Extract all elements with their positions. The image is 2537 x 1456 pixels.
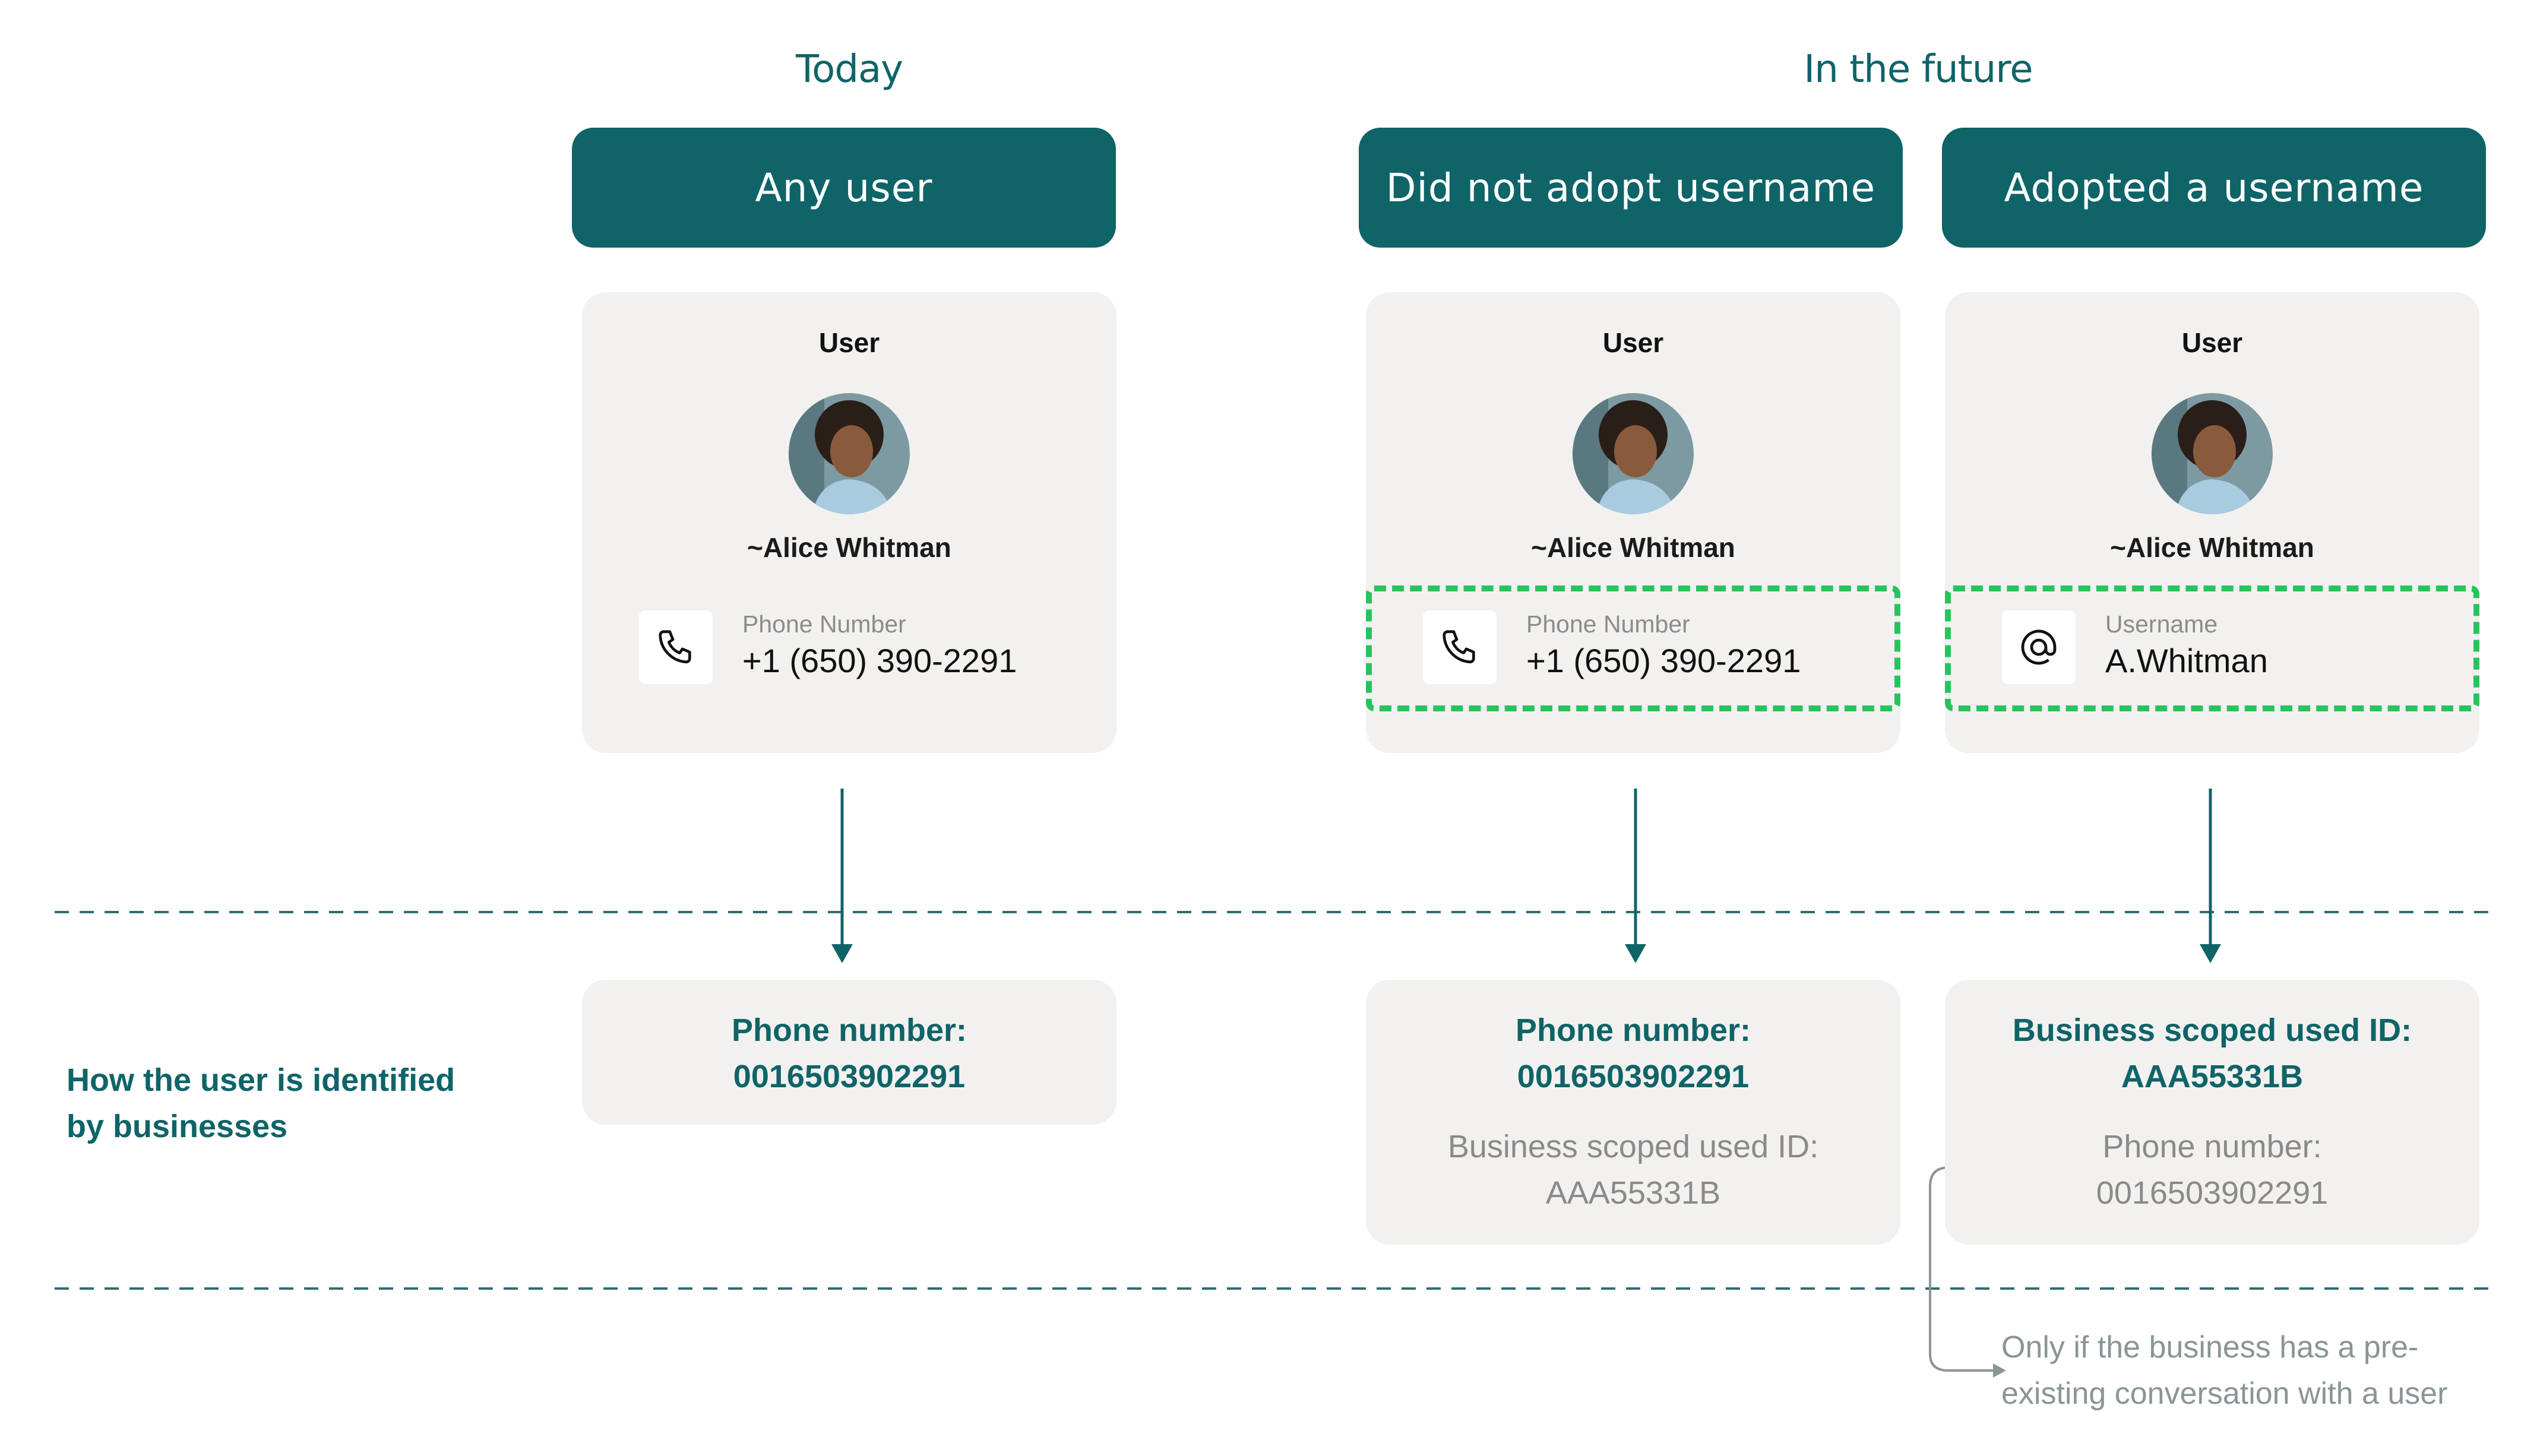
user-card-adopted: User ~Alice Whitman Username A.Whitman (1945, 292, 2479, 753)
result-secondary-value: AAA55331B (1545, 1175, 1721, 1211)
side-label-line1: How the user is identified (67, 1062, 455, 1098)
arrow-today-head (831, 944, 853, 963)
arrow-adopted-head (2200, 944, 2221, 963)
arrow-not-adopted-head (1625, 944, 1646, 963)
user-name: ~Alice Whitman (1531, 532, 1735, 563)
result-card-today: Phone number: 0016503902291 (582, 980, 1116, 1125)
user-name: ~Alice Whitman (747, 532, 951, 563)
at-icon (2021, 629, 2057, 665)
result-primary-label: Phone number: (731, 1012, 967, 1048)
result-primary-label: Phone number: (1515, 1012, 1751, 1048)
highlight-box (1945, 585, 2479, 711)
footnote-line2: existing conversation with a user (2001, 1376, 2448, 1411)
result-secondary-label: Business scoped used ID: (1447, 1129, 1819, 1164)
card-title: User (1602, 327, 1664, 358)
user-avatar (789, 393, 910, 514)
field-label: Username (2105, 610, 2218, 638)
note-connector (1929, 1166, 2055, 1372)
highlight-box (1366, 585, 1900, 711)
footnote: Only if the business has a pre- existing… (2001, 1324, 2524, 1417)
card-title: User (2181, 327, 2243, 358)
result-primary-value: 0016503902291 (733, 1059, 966, 1094)
user-card-today: User ~Alice Whitman Phone Number +1 (650… (582, 292, 1116, 753)
field-value: A.Whitman (2105, 642, 2268, 679)
user-card-not-adopted: User ~Alice Whitman Phone Number +1 (650… (1366, 292, 1900, 753)
phone-icon-box (1423, 610, 1497, 684)
result-card-not-adopted: Phone number: 0016503902291 Business sco… (1366, 980, 1900, 1245)
section-title-future: In the future (1804, 48, 2033, 91)
section-title-today: Today (795, 48, 903, 91)
user-avatar (2152, 393, 2273, 514)
header-any-user: Any user (572, 128, 1116, 248)
field-label: Phone Number (1526, 610, 1690, 638)
result-secondary-label: Phone number: (2102, 1129, 2322, 1164)
note-connector-head (1993, 1363, 2006, 1378)
header-did-not-adopt-username: Did not adopt username (1359, 128, 1903, 248)
at-icon-box (2002, 610, 2076, 684)
user-avatar (1573, 393, 1694, 514)
header-adopted-username: Adopted a username (1942, 128, 2486, 248)
field-label: Phone Number (742, 610, 906, 638)
field-value: +1 (650) 390-2291 (742, 642, 1017, 679)
phone-icon-box (639, 610, 713, 684)
result-secondary-value: 0016503902291 (2096, 1175, 2329, 1211)
result-primary-label: Business scoped used ID: (2012, 1012, 2412, 1048)
footnote-line1: Only if the business has a pre- (2001, 1330, 2419, 1365)
side-label: How the user is identified by businesses (67, 1057, 518, 1150)
card-title: User (818, 327, 880, 358)
side-label-line2: by businesses (67, 1109, 288, 1144)
phone-icon (659, 630, 691, 664)
result-primary-value: AAA55331B (2121, 1059, 2304, 1094)
result-card-adopted: Business scoped used ID: AAA55331B Phone… (1945, 980, 2479, 1245)
result-primary-value: 0016503902291 (1517, 1059, 1750, 1094)
phone-icon (1443, 630, 1475, 664)
field-value: +1 (650) 390-2291 (1526, 642, 1801, 679)
user-name: ~Alice Whitman (2110, 532, 2314, 563)
